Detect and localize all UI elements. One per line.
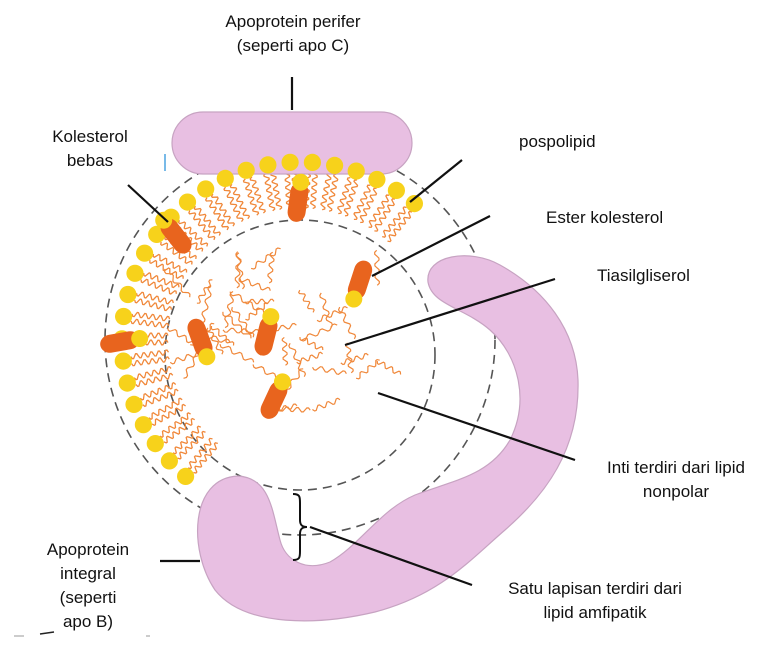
phospholipid-text: pospolipid [519,132,596,151]
triacylglycerol-chain [279,407,310,412]
phospholipid-tail [140,383,176,400]
peripheral-apoprotein-line2: (seperti apo C) [196,34,390,58]
cholesterol-ester-molecule [257,370,294,422]
peripheral-apoprotein-label: Apoprotein perifer (seperti apo C) [196,10,390,58]
phospholipid-head [238,162,255,179]
triacylglycerol-chain [375,250,380,285]
cholesterol-ester-label: Ester kolesterol [546,206,663,230]
phospholipid-head [161,452,178,469]
monolayer-label: Satu lapisan terdiri dari lipid amfipati… [490,577,700,625]
cholesterol-ester-molecule [343,258,375,310]
integral-apoprotein-line3: (seperti [18,586,158,610]
triacylglycerol-chain [317,307,348,322]
free-cholesterol-line2: bebas [38,149,142,173]
triacylglycerol-chain [300,337,323,350]
phospholipid-head [136,245,153,262]
phospholipid-head [282,154,299,171]
leader-phospholipid [410,160,462,202]
leader-free-cholesterol [128,185,168,222]
free-cholesterol-label: Kolesterol bebas [38,125,142,173]
free-cholesterol-line1: Kolesterol [38,125,142,149]
triacylglycerol-chain [202,285,211,323]
triacylglycerol-chain [289,343,306,377]
core-line2: nonpolar [578,480,774,504]
cholesterol-ester-molecule [286,173,311,224]
phospholipid-head [177,468,194,485]
phospholipid-tail [264,173,275,210]
phospholipid-head [217,170,234,187]
triacylglycerol-chain [341,354,369,365]
phospholipid-head [197,180,214,197]
phospholipid-head [126,265,143,282]
phospholipid-tail [250,177,265,213]
triacylglycerol-text: Tiasilgliserol [597,266,690,285]
integral-apoprotein-line4: apo B) [18,610,158,634]
phospholipid-tail [271,172,282,209]
phospholipid-head [125,396,142,413]
phospholipid-head [119,375,136,392]
triacylglycerol-label: Tiasilgliserol [597,264,690,288]
phospholipid-head [135,416,152,433]
phospholipid-head [115,308,132,325]
triacylglycerol-chain [251,248,281,269]
phospholipid-tail [132,357,170,366]
monolayer-bracket [293,494,307,560]
triacylglycerol-chain [268,252,274,283]
phospholipid-head [368,171,385,188]
phospholipid-head [304,154,321,171]
phospholipid-tail [131,350,169,359]
monolayer-line1: Satu lapisan terdiri dari [490,577,700,601]
phospholipid-tail [143,389,178,406]
triacylglycerol-chain [356,360,380,379]
triacylglycerol-chain [299,290,314,312]
phospholipid-head [119,286,136,303]
core-line1: Inti terdiri dari lipid [578,456,774,480]
integral-apoprotein-shape [198,256,578,621]
core-label: Inti terdiri dari lipid nonpolar [578,456,774,504]
phospholipid-tail [164,419,195,443]
phospholipid-head [259,156,276,173]
triacylglycerol-chain [170,351,201,364]
triacylglycerol-chain [312,398,340,411]
triacylglycerol-chain [220,344,254,362]
monolayer-line2: lipid amfipatik [490,601,700,625]
triacylglycerol-chain [282,337,287,365]
phospholipid-head [147,435,164,452]
integral-apoprotein-line1: Apoprotein [18,538,158,562]
triacylglycerol-chain [377,361,400,375]
triacylglycerol-chain [313,367,347,375]
phospholipid-label: pospolipid [519,130,596,154]
integral-apoprotein-line2: integral [18,562,158,586]
triacylglycerol-chain [346,343,353,373]
triacylglycerol-chain [320,293,333,328]
phospholipid-head [388,182,405,199]
peripheral-apoprotein-line1: Apoprotein perifer [196,10,390,34]
cholesterol-molecules [99,173,375,422]
phospholipid-tail [311,171,317,209]
cholesterol-ester-text: Ester kolesterol [546,208,663,227]
phospholipid-head [115,353,132,370]
integral-apoprotein-label: Apoprotein integral (seperti apo B) [18,538,158,634]
phospholipid-head [179,194,196,211]
phospholipid-head [348,163,365,180]
phospholipid-head [326,157,343,174]
